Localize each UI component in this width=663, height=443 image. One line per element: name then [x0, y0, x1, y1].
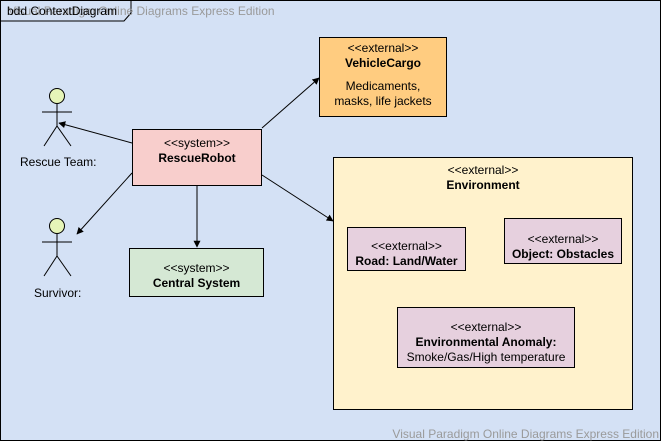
- block-central-system[interactable]: <<system>> Central System: [129, 248, 264, 297]
- actor-survivor-label: Survivor:: [34, 286, 82, 300]
- vehicle-cargo-stereotype: <<external>>: [347, 41, 419, 55]
- rescue-robot-name: RescueRobot: [158, 151, 236, 165]
- environment-name: Environment: [446, 178, 520, 192]
- link-robot-to-survivor: [76, 172, 133, 235]
- frame-title: bdd ContextDiagram: [7, 4, 118, 18]
- road-name: Road: Land/Water: [355, 254, 458, 268]
- anomaly-description: Smoke/Gas/High temperature: [406, 350, 566, 364]
- vehicle-cargo-name: VehicleCargo: [344, 56, 422, 70]
- watermark-bottom: Visual Paradigm Online Diagrams Express …: [392, 427, 659, 441]
- watermark-top: Visual Paradigm Online Diagrams Express …: [8, 4, 275, 18]
- central-system-name: Central System: [152, 276, 241, 290]
- vehicle-cargo-description: Medicaments, masks, life jackets: [334, 79, 432, 108]
- road-stereotype: <<external>>: [371, 239, 442, 253]
- block-rescue-robot[interactable]: <<system>> RescueRobot: [132, 129, 262, 186]
- frame-title-tab: [0, 0, 132, 22]
- link-robot-to-environment: [261, 174, 334, 222]
- block-vehicle-cargo[interactable]: <<external>> VehicleCargo Medicaments, m…: [319, 37, 447, 117]
- actor-rescue-team-icon[interactable]: [40, 86, 80, 154]
- object-stereotype: <<external>>: [527, 232, 599, 246]
- anomaly-stereotype: <<external>>: [450, 320, 522, 334]
- link-robot-to-vehicle-cargo: [261, 77, 320, 129]
- actor-survivor-icon[interactable]: [40, 216, 80, 282]
- block-environment[interactable]: <<external>> Environment: [333, 157, 633, 410]
- link-robot-to-rescue-team: [58, 121, 133, 144]
- environment-stereotype: <<external>>: [447, 163, 519, 177]
- central-system-stereotype: <<system>>: [163, 261, 230, 275]
- anomaly-name: Environmental Anomaly:: [415, 335, 557, 349]
- block-environmental-anomaly[interactable]: <<external>> Environmental Anomaly: Smok…: [397, 307, 575, 368]
- block-road[interactable]: <<external>> Road: Land/Water: [347, 227, 466, 271]
- rescue-robot-stereotype: <<system>>: [163, 136, 231, 150]
- block-object[interactable]: <<external>> Object: Obstacles: [504, 218, 622, 264]
- object-name: Object: Obstacles: [511, 247, 615, 261]
- actor-rescue-team-label: Rescue Team:: [20, 155, 97, 169]
